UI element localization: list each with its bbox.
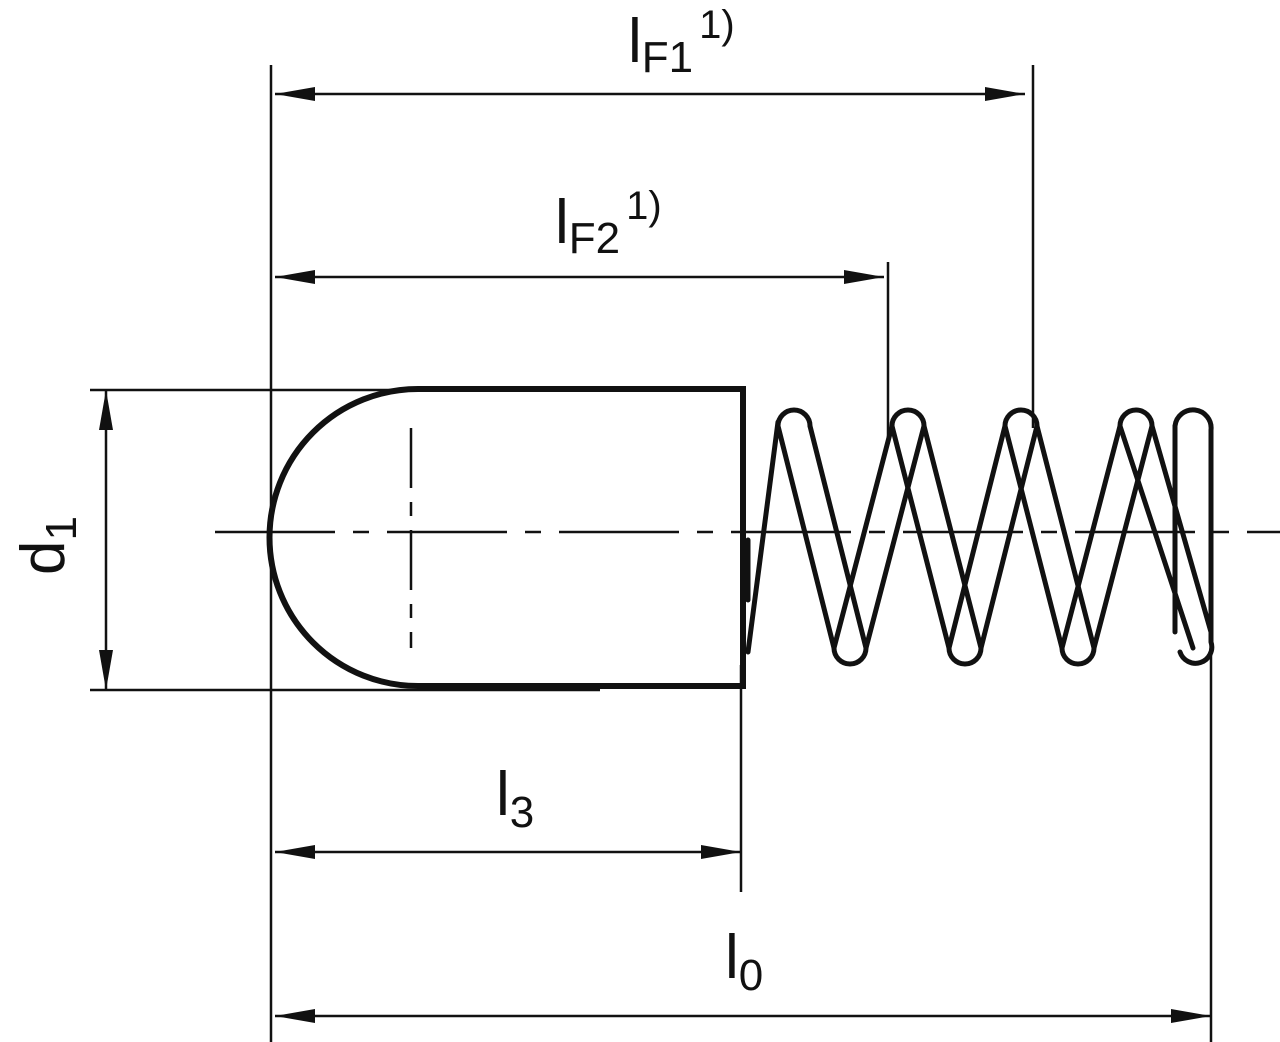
- dimension-lines: [99, 87, 1211, 1023]
- spring-wire: [1149, 423, 1214, 635]
- spring-coil-bottom: [1059, 645, 1097, 667]
- spring-end-coil: [1172, 407, 1215, 666]
- plunger-dome: [266, 386, 419, 689]
- spring-coil-top: [1002, 407, 1040, 429]
- label-l0: l0: [725, 923, 763, 1000]
- spring-wire: [1091, 423, 1155, 651]
- spring-wire: [946, 423, 1008, 651]
- spring-wire: [921, 423, 984, 651]
- spring-wire: [889, 423, 952, 651]
- spring-wire: [1117, 423, 1196, 651]
- spring-coil-top: [1117, 407, 1155, 429]
- spring-wire: [978, 423, 1040, 651]
- spring-wire: [1059, 423, 1123, 651]
- spring-lead-in: [745, 419, 781, 655]
- spring-wire: [831, 423, 895, 651]
- spring-wire: [775, 423, 837, 651]
- label-lF2: lF21): [555, 184, 662, 263]
- center-lines: [215, 428, 1280, 648]
- spring-wire: [863, 423, 927, 651]
- label-l3: l3: [496, 760, 534, 837]
- spring-wire: [1034, 423, 1097, 651]
- plunger-cylinder: [418, 386, 746, 689]
- spring-wire: [1002, 423, 1065, 651]
- spring-wire: [807, 423, 869, 651]
- spring-coil-bottom: [831, 645, 869, 667]
- label-lF1: lF11): [628, 3, 735, 82]
- spring-coil-top: [775, 407, 813, 429]
- dimension-labels: lF11) lF21) l3 l0 d1: [9, 3, 763, 1000]
- spring-coil-bottom: [946, 645, 984, 667]
- plunger-body: [266, 386, 746, 689]
- spring-coil-top: [889, 407, 927, 429]
- label-d1: d1: [9, 516, 86, 575]
- compression-spring: [745, 407, 1215, 667]
